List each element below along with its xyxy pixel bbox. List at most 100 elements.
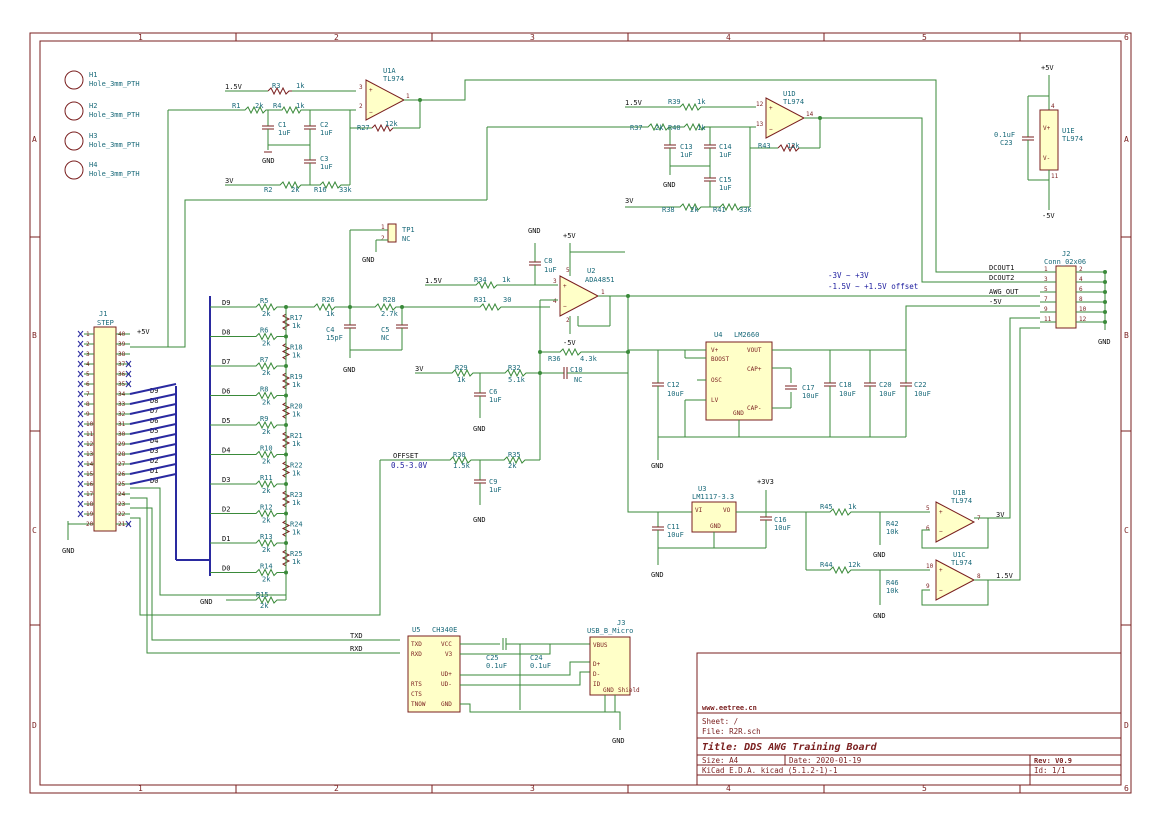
net-label: +5V <box>1041 64 1054 72</box>
hole-val: Hole_3mm_PTH <box>89 111 140 119</box>
j1-right-pin: 36 <box>118 371 126 378</box>
no-connect-mark <box>77 330 84 338</box>
svg-text:BOOST: BOOST <box>711 356 729 363</box>
wire-dcout2 <box>804 117 1040 283</box>
res-ref: R34 <box>474 276 487 284</box>
no-connect-mark <box>77 420 84 428</box>
res-val: 2k <box>262 369 271 377</box>
svg-text:OSC: OSC <box>711 377 722 384</box>
svg-text:+: + <box>369 87 373 94</box>
j1-left-pin: 19 <box>86 511 94 518</box>
j1-data-label: D8 <box>150 397 158 405</box>
filter-chain: R26 1k R28 2.7k C4 15pF GND C5 NC R31 30 <box>286 296 550 374</box>
cap-val: 10uF <box>914 390 931 398</box>
svg-text:ID: ID <box>593 681 601 688</box>
bus-entry <box>129 443 177 455</box>
res-val: 30 <box>503 296 511 304</box>
net-label: +5V <box>563 232 576 240</box>
cap-val: 1uF <box>489 486 502 494</box>
svg-text:VI: VI <box>695 507 703 514</box>
cap-val: 10uF <box>667 390 684 398</box>
j1-left-pin: 8 <box>86 401 90 408</box>
res-ref: R38 <box>662 206 675 214</box>
hole-ref: H4 <box>89 161 97 169</box>
opamp-u1d <box>765 97 806 139</box>
res-val: 2k <box>260 602 269 610</box>
opamp-ref: U1E <box>1062 127 1075 135</box>
hole-h2 <box>64 101 84 121</box>
ladder-resistor <box>210 391 286 400</box>
res-ref: R11 <box>260 474 273 482</box>
j3-block: J3 USB_B_Micro VBUS D+ D- ID GND Shield <box>587 619 640 712</box>
connector-j1 <box>93 326 117 532</box>
res-ref: R7 <box>260 356 268 364</box>
data-net-label: D8 <box>222 329 230 337</box>
svg-text:5: 5 <box>566 267 570 274</box>
no-connect-mark <box>77 480 84 488</box>
no-connect-mark <box>77 350 84 358</box>
rev-label: Rev: V0.9 <box>1034 757 1072 765</box>
res-ref: R41 <box>713 206 726 214</box>
opamp-val: ADA4851 <box>585 276 615 284</box>
svg-text:3: 3 <box>359 84 363 91</box>
j2-left-pin: 1 <box>1044 266 1048 273</box>
ladder-resistor <box>210 450 286 459</box>
res-ref: R37 <box>630 124 643 132</box>
ic-ref: U4 <box>714 331 722 339</box>
res-val: 2k <box>508 462 517 470</box>
svg-text:GND: GND <box>733 410 744 417</box>
j1-data-label: D9 <box>150 387 158 395</box>
cap-ref: C18 <box>839 381 852 389</box>
res-ref: R32 <box>508 364 521 372</box>
test-point-tp1 <box>387 223 397 243</box>
col-label: 4 <box>726 784 731 793</box>
j1-right-pin: 21 <box>118 521 126 528</box>
res-val: 2k <box>262 517 271 525</box>
j1-right-pin: 27 <box>118 461 126 468</box>
res-ref: R4 <box>273 102 281 110</box>
tp-ref: TP1 <box>402 226 415 234</box>
j1-right-pin: 32 <box>118 411 126 418</box>
cap-ref: C13 <box>680 143 693 151</box>
bus-entry <box>129 423 177 435</box>
res-ref: R14 <box>260 563 273 571</box>
j1-data-label: D5 <box>150 427 158 435</box>
cap-ref: C24 <box>530 654 543 662</box>
res-val: 2k <box>255 102 264 110</box>
shunt-resistor <box>281 490 291 508</box>
hole-val: Hole_3mm_PTH <box>89 170 140 178</box>
res-val: 10k <box>886 528 899 536</box>
res-val: 1k <box>292 322 301 330</box>
opamp-val: TL974 <box>1062 135 1083 143</box>
data-net-label: D5 <box>222 417 230 425</box>
col-label: 5 <box>922 784 927 793</box>
no-connect-mark <box>77 400 84 408</box>
row-label: A <box>32 135 37 144</box>
cap-ref: C1 <box>278 121 286 129</box>
id-label: Id: 1/1 <box>1034 766 1066 775</box>
res-ref: R25 <box>290 550 303 558</box>
shunt-resistor <box>281 520 291 537</box>
gnd-label: GND <box>362 256 375 264</box>
bus-entry <box>129 403 177 415</box>
svg-text:12: 12 <box>756 101 764 108</box>
j1-right-pin: 30 <box>118 431 126 438</box>
bus-entry <box>129 463 177 475</box>
res-ref: R21 <box>290 432 303 440</box>
res-val: 1k <box>292 470 301 478</box>
data-net-label: D7 <box>222 358 230 366</box>
res-val: 1k <box>848 503 857 511</box>
no-connect-mark <box>125 370 132 378</box>
res-ref: R3 <box>272 82 280 90</box>
j1-data-label: D1 <box>150 467 158 475</box>
j1-left-pin: 10 <box>86 421 94 428</box>
no-connect-mark <box>77 430 84 438</box>
res-ref: R44 <box>820 561 833 569</box>
col-label: 6 <box>1124 784 1129 793</box>
j1-left-pin: 14 <box>86 461 94 468</box>
j1-left-pin: 12 <box>86 441 94 448</box>
ic-ref: U3 <box>698 485 706 493</box>
opamp-val: TL974 <box>951 559 972 567</box>
res-ref: R30 <box>453 451 466 459</box>
